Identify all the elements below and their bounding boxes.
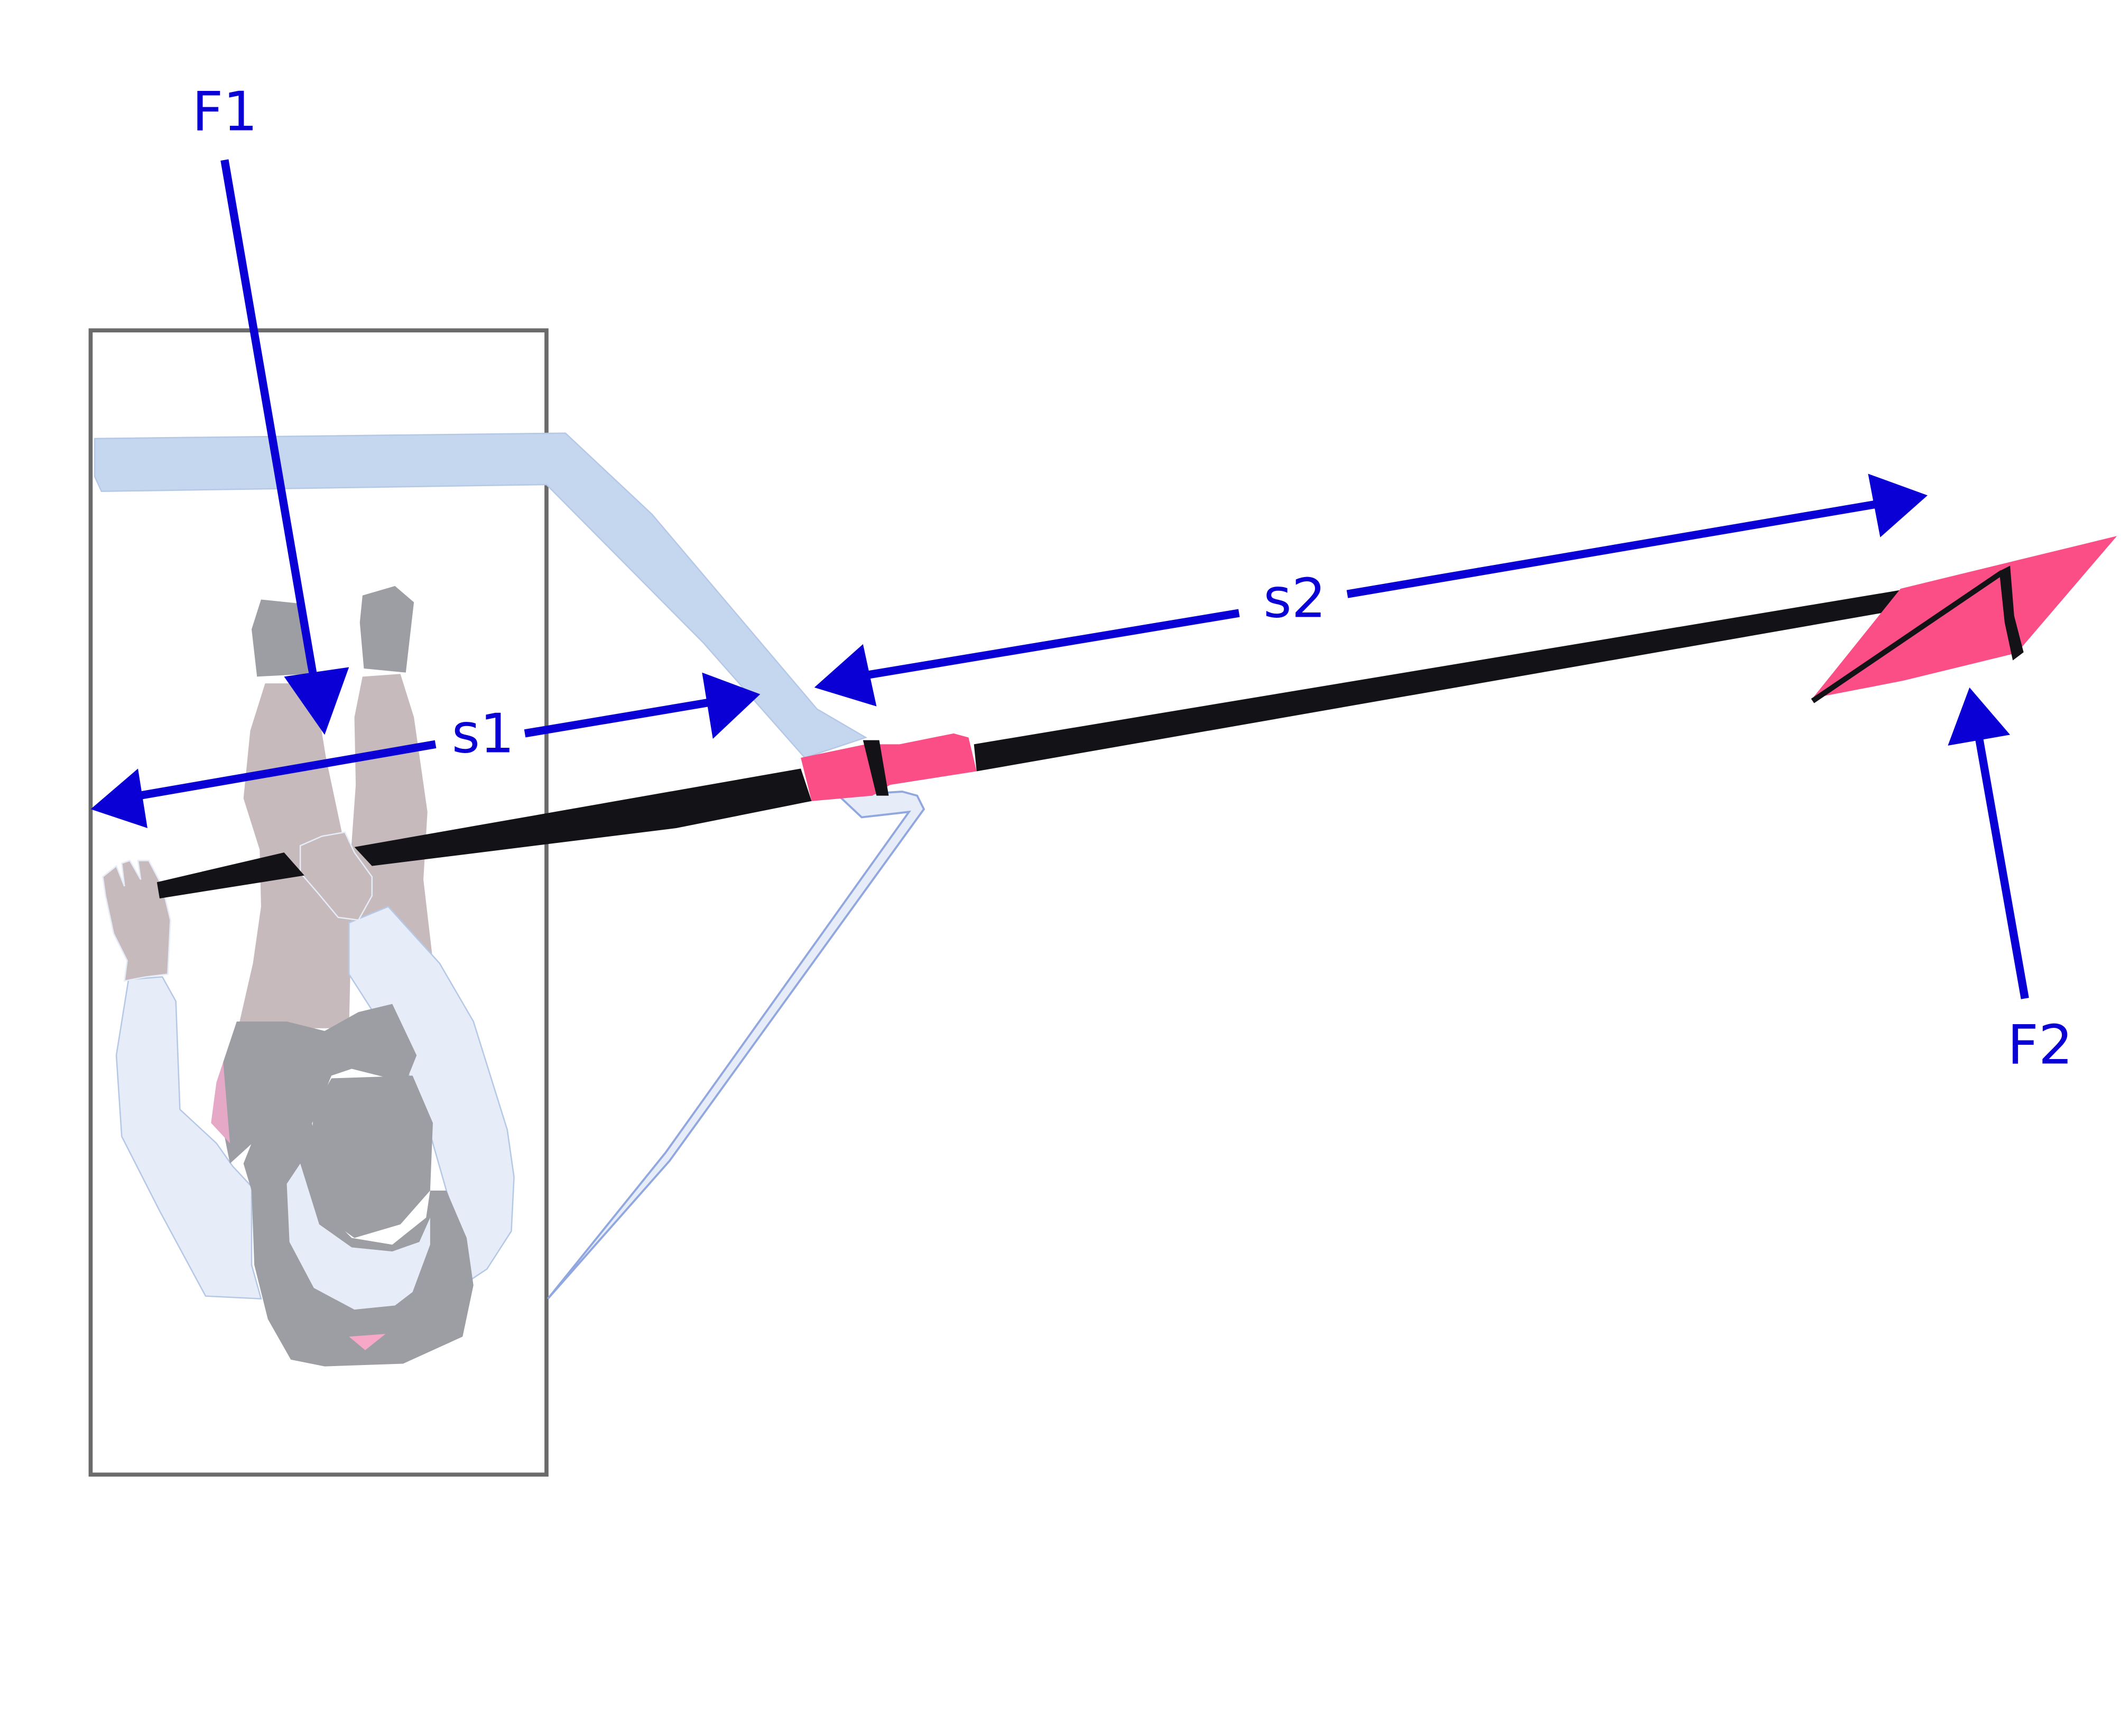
oar-shaft-thick xyxy=(354,768,812,866)
left-hand xyxy=(102,859,171,982)
oar-blade-edge xyxy=(1999,565,2024,661)
oar xyxy=(156,536,2117,899)
oar-sleeve xyxy=(801,733,977,801)
left-foot xyxy=(252,599,309,677)
distance-2-label: s2 xyxy=(1263,568,1326,630)
right-hand xyxy=(299,831,373,921)
distance-2-arrow xyxy=(814,474,1928,707)
shirt-left xyxy=(115,976,262,1300)
force-2-arrow xyxy=(1948,687,2029,999)
distance-1-label: s1 xyxy=(452,703,514,766)
force-1-arrow xyxy=(220,159,349,735)
distance-1-arrow xyxy=(90,672,761,829)
force-1-label: F1 xyxy=(192,80,257,143)
right-foot xyxy=(359,586,414,673)
head xyxy=(308,1075,433,1238)
force-2-label: F2 xyxy=(2007,1014,2073,1076)
shorts xyxy=(219,1004,417,1164)
collar xyxy=(286,1163,430,1310)
oar-handle xyxy=(156,852,304,899)
oarlock xyxy=(863,740,889,796)
oar-blade xyxy=(1812,536,2117,699)
oar-shaft-thin xyxy=(974,590,1905,772)
boat-outline xyxy=(88,328,549,1477)
